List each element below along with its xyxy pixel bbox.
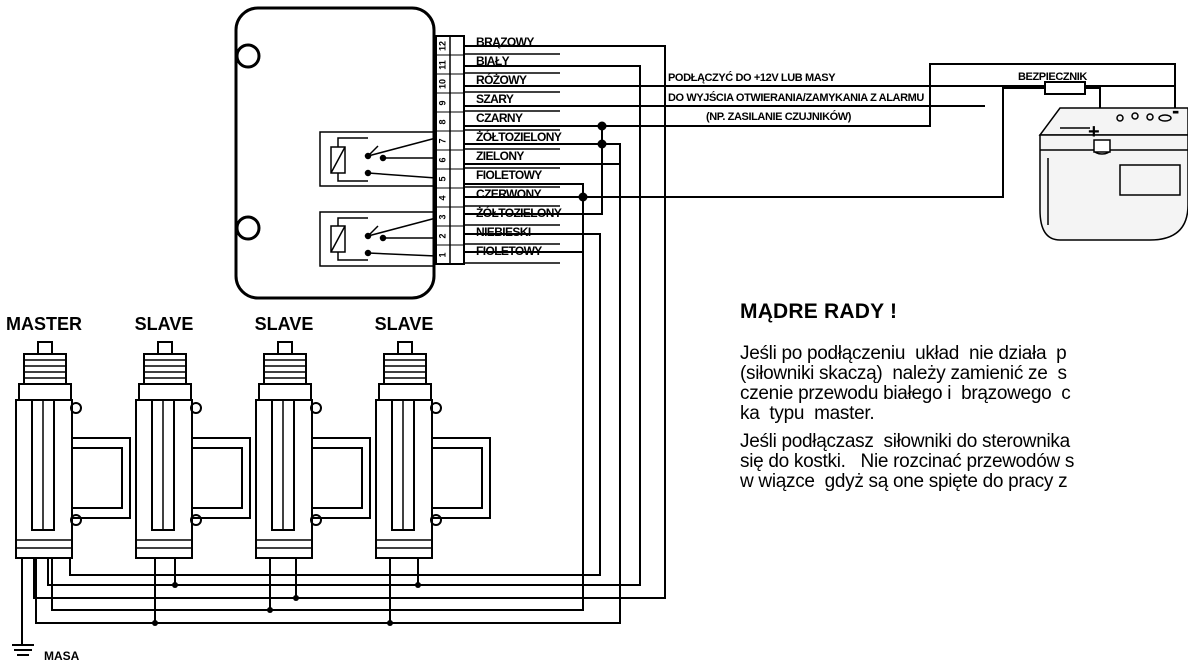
pin-numbers: 12 11 10 9 8 7 6 5 4 3 2 1 <box>436 41 464 265</box>
ground-label: MASA <box>44 649 80 663</box>
pin-number: 7 <box>437 138 447 143</box>
advice-paragraph-2: Jeśli podłączasz siłowniki do sterownika… <box>740 431 1075 492</box>
wire-label: RÓŻOWY <box>476 72 527 87</box>
wire-label: FIOLETOWY <box>476 168 542 182</box>
battery <box>1038 107 1188 241</box>
wire-label: CZERWONY <box>476 187 542 201</box>
pin-number: 11 <box>437 60 447 70</box>
controller-box <box>234 6 465 300</box>
pin-number: 4 <box>437 195 447 200</box>
pin-number: 9 <box>437 100 447 105</box>
actuator-label: MASTER <box>6 314 82 334</box>
battery-minus: - <box>1172 98 1179 123</box>
pin-number: 1 <box>437 252 447 257</box>
battery-plus: + <box>1088 121 1100 143</box>
fuse: BEZPIECZNIK <box>1018 71 1088 95</box>
wire-label: NIEBIESKI <box>476 225 531 239</box>
junction-dots <box>152 121 607 626</box>
actuator-slave: SLAVE <box>135 314 251 559</box>
alarm-output-note: DO WYJŚCIA OTWIERANIA/ZAMYKANIA Z ALARMU <box>668 91 924 104</box>
pin-number: 6 <box>437 157 447 162</box>
wire-label: BIAŁY <box>476 54 510 68</box>
sensor-supply-note: (NP. ZASILANIE CZUJNIKÓW) <box>706 110 852 123</box>
wire-label: ŻÓŁTOZIELONY <box>476 129 562 144</box>
pin-number: 2 <box>437 233 447 238</box>
actuator-label: SLAVE <box>255 314 314 334</box>
relay-lower <box>319 211 435 267</box>
pin-number: 8 <box>437 119 447 124</box>
relay-upper <box>319 131 435 187</box>
actuator-label: SLAVE <box>135 314 194 334</box>
wire-label: ZIELONY <box>476 149 524 163</box>
power-note: PODŁĄCZYĆ DO +12V LUB MASY <box>668 71 836 84</box>
actuator-master: MASTER <box>6 314 131 559</box>
actuator-label: SLAVE <box>375 314 434 334</box>
pin-number: 12 <box>437 41 447 51</box>
controller-wires: BRĄZOWYBIAŁYRÓŻOWYSZARYCZARNYŻÓŁTOZIELON… <box>465 35 562 264</box>
pin-number: 10 <box>437 79 447 89</box>
advice-paragraph-1: Jeśli po podłączeniu układ nie działa p … <box>740 343 1071 424</box>
wire-notes: PODŁĄCZYĆ DO +12V LUB MASY DO WYJŚCIA OT… <box>666 71 985 123</box>
pin-number: 5 <box>437 176 447 181</box>
fuse-label: BEZPIECZNIK <box>1018 71 1087 83</box>
advice-panel: MĄDRE RADY ! Jeśli po podłączeniu układ … <box>740 300 1188 500</box>
actuators: MASTER SLAVE SLAVE SLAVE <box>6 314 491 559</box>
actuator-slave: SLAVE <box>375 314 491 559</box>
pin-number: 3 <box>437 214 447 219</box>
wire-label: SZARY <box>476 92 514 106</box>
actuator-slave: SLAVE <box>255 314 371 559</box>
wire-label: ŻÓŁTOZIELONY <box>476 205 562 220</box>
advice-title: MĄDRE RADY ! <box>740 300 898 323</box>
wire-label: CZARNY <box>476 111 523 125</box>
